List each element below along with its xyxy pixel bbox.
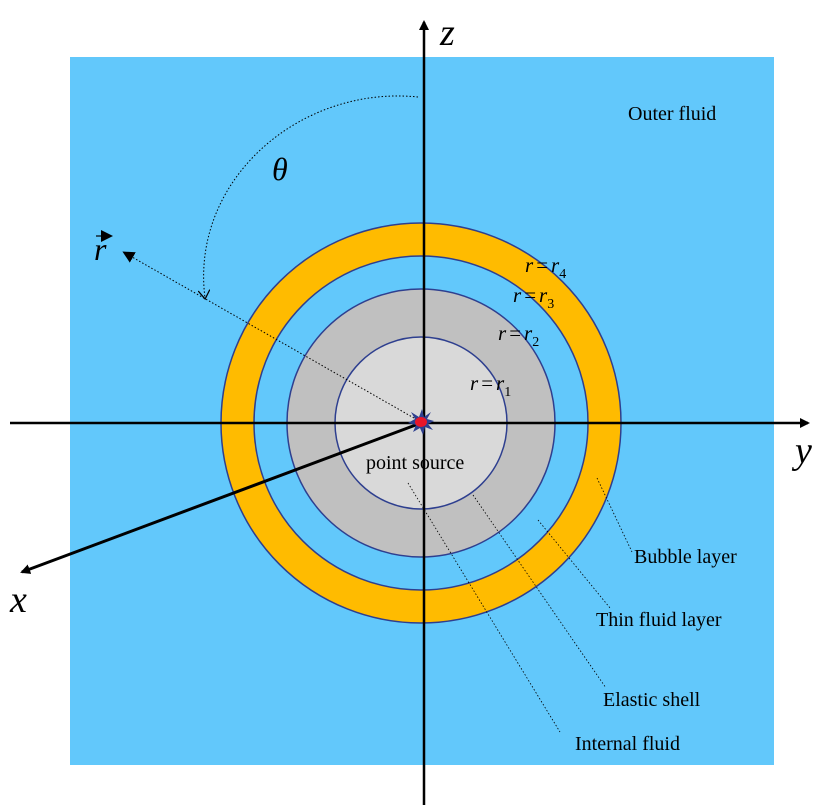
radius-label-r1: r=r1 <box>470 371 511 400</box>
outer-fluid-label: Outer fluid <box>628 103 716 125</box>
z-axis-label: z <box>439 12 455 54</box>
elastic-shell-leader <box>472 494 607 689</box>
x-axis-label: x <box>9 579 27 621</box>
x-axis <box>20 421 422 574</box>
radius-label-r2: r=r2 <box>498 321 539 350</box>
thin-fluid-layer-label: Thin fluid layer <box>596 609 722 631</box>
internal-fluid-label: Internal fluid <box>575 733 680 755</box>
svg-text:r=r2: r=r2 <box>498 321 539 350</box>
bubble-layer-label: Bubble layer <box>634 546 737 568</box>
thin-fluid-layer-leader <box>537 519 611 609</box>
point-source-label: point source <box>366 452 464 474</box>
radius-vector <box>122 251 415 419</box>
svg-text:r=r4: r=r4 <box>525 253 566 282</box>
svg-text:r=r1: r=r1 <box>470 371 511 400</box>
radius-label-r3: r=r3 <box>513 283 554 312</box>
svg-text:r=r3: r=r3 <box>513 283 554 312</box>
y-axis-label: y <box>791 430 812 472</box>
radius-label-r4: r=r4 <box>525 253 566 282</box>
elastic-shell-label: Elastic shell <box>603 689 701 711</box>
theta-label: θ <box>272 151 288 187</box>
theta-arc <box>204 95 419 298</box>
point-source-dot <box>415 417 427 427</box>
